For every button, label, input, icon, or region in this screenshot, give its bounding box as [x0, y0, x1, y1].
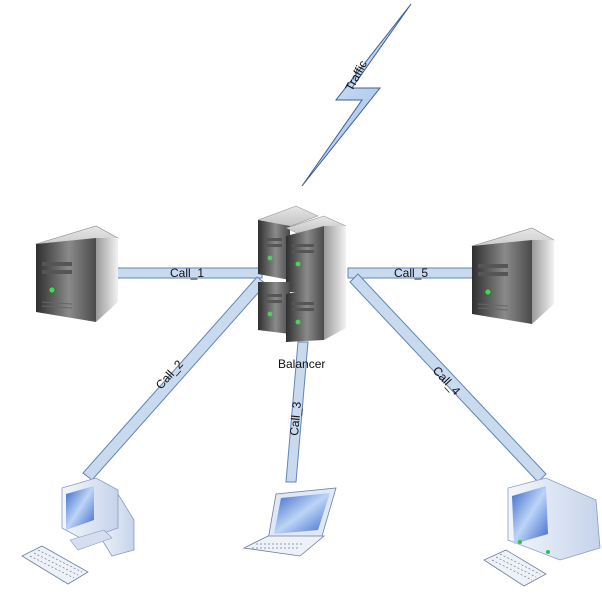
crt-workstation-icon[interactable]	[483, 477, 601, 587]
keyboard-icon	[483, 549, 547, 587]
connection-label: Call_1	[170, 266, 204, 280]
balancer-cluster-icon[interactable]	[257, 205, 347, 342]
connection-call-5[interactable]: Call_5	[347, 266, 479, 280]
connection-call-1[interactable]: Call_1	[115, 266, 263, 280]
keyboard-icon	[21, 545, 89, 585]
server-right-icon[interactable]	[471, 227, 555, 324]
server-left-icon[interactable]	[35, 225, 119, 322]
connection-call-3[interactable]: Call_3	[285, 341, 309, 483]
desktop-pc-icon[interactable]	[21, 477, 135, 585]
balancer-label: Balancer	[278, 357, 325, 371]
lightning-bolt-icon: Traffic	[301, 3, 412, 187]
connection-label: Call_5	[394, 266, 428, 280]
laptop-icon[interactable]	[242, 487, 337, 557]
connection-label: Call_3	[287, 401, 304, 436]
